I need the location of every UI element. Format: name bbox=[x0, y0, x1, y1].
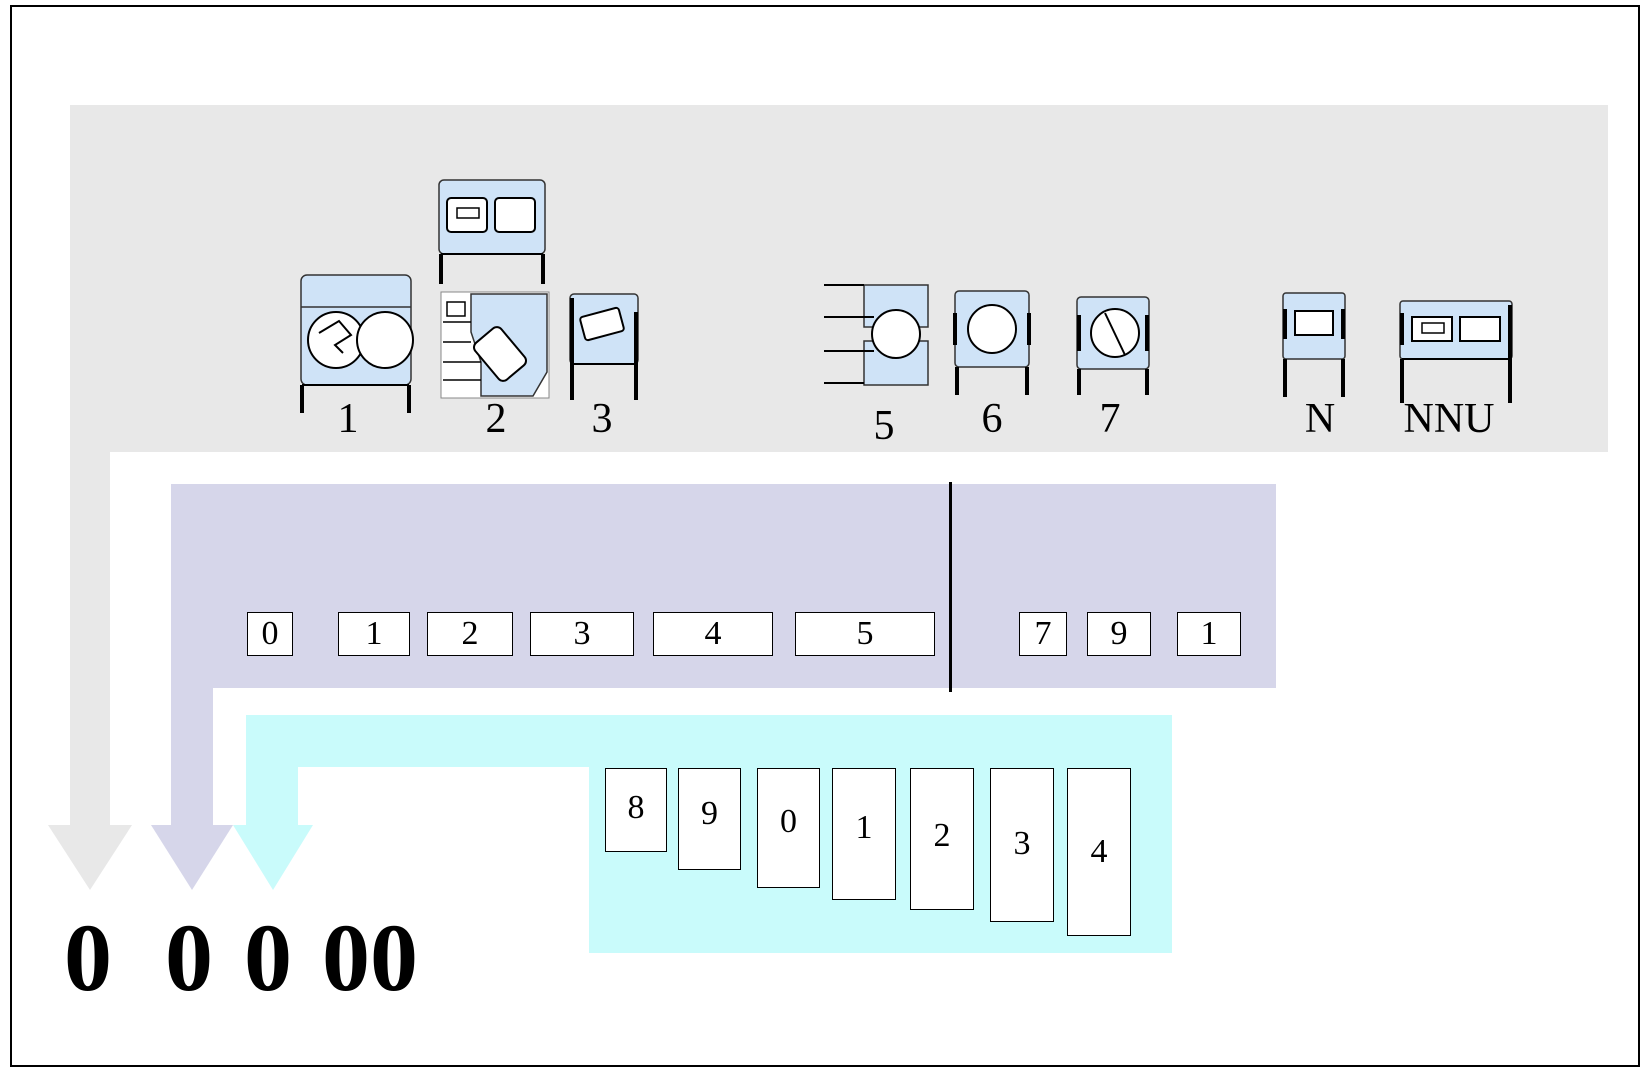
type-label: 6 bbox=[981, 396, 1003, 442]
code-diameter-digit: 0 bbox=[244, 904, 292, 1011]
series-divider bbox=[949, 482, 952, 692]
diameter-series-box: 0 bbox=[757, 768, 820, 888]
code-type-digit: 0 bbox=[64, 904, 112, 1011]
diameter-series-box: 8 bbox=[605, 768, 667, 852]
deep-groove-ball-bearing-icon bbox=[953, 290, 1031, 395]
diameter-series-box: 1 bbox=[832, 768, 896, 900]
width-series-box: 1 bbox=[338, 612, 410, 656]
contact-series-box: 7 bbox=[1019, 612, 1067, 656]
type-label: 1 bbox=[337, 396, 359, 442]
type-arrow-head bbox=[48, 825, 132, 890]
type-label: 7 bbox=[1099, 396, 1121, 442]
diameter-series-box: 9 bbox=[678, 768, 741, 870]
width-series-box: 5 bbox=[795, 612, 935, 656]
type-label: 2 bbox=[485, 396, 507, 442]
contact-series-box: 1 bbox=[1177, 612, 1241, 656]
type-label: N bbox=[1304, 396, 1336, 442]
thrust-ball-bearing-icon bbox=[824, 284, 929, 386]
code-width-digit: 0 bbox=[165, 904, 213, 1011]
series-arrow-shaft bbox=[171, 688, 213, 827]
series-arrow-head bbox=[151, 825, 233, 890]
contact-series-box: 9 bbox=[1087, 612, 1151, 656]
type-arrow-shaft bbox=[70, 452, 110, 827]
width-series-box: 4 bbox=[653, 612, 773, 656]
type-label: 3 bbox=[591, 396, 613, 442]
width-series-box: 0 bbox=[247, 612, 293, 656]
width-series-box: 3 bbox=[530, 612, 634, 656]
diameter-arrow-shaft bbox=[246, 767, 298, 827]
width-series-box: 2 bbox=[427, 612, 513, 656]
spherical-thrust-roller-bearing-icon bbox=[440, 291, 550, 399]
angular-contact-ball-bearing-icon bbox=[1076, 296, 1150, 395]
type-label: 5 bbox=[873, 403, 895, 449]
cylindrical-roller-bearing-icon bbox=[1282, 292, 1346, 397]
double-row-cylindrical-roller-bearing-icon bbox=[1399, 300, 1513, 403]
diameter-arrow-head bbox=[233, 825, 313, 890]
series-band bbox=[171, 484, 1276, 688]
tapered-roller-bearing-icon bbox=[569, 293, 639, 400]
code-bore: 00 bbox=[322, 904, 418, 1011]
spherical-roller-bearing-icon bbox=[438, 179, 546, 284]
diameter-series-box: 4 bbox=[1067, 768, 1131, 936]
diameter-series-box: 2 bbox=[910, 768, 974, 910]
type-label: NNU bbox=[1403, 396, 1495, 442]
self-aligning-ball-bearing-icon bbox=[300, 274, 414, 413]
diameter-arrow-bar bbox=[246, 715, 589, 767]
diameter-series-box: 3 bbox=[990, 768, 1054, 922]
